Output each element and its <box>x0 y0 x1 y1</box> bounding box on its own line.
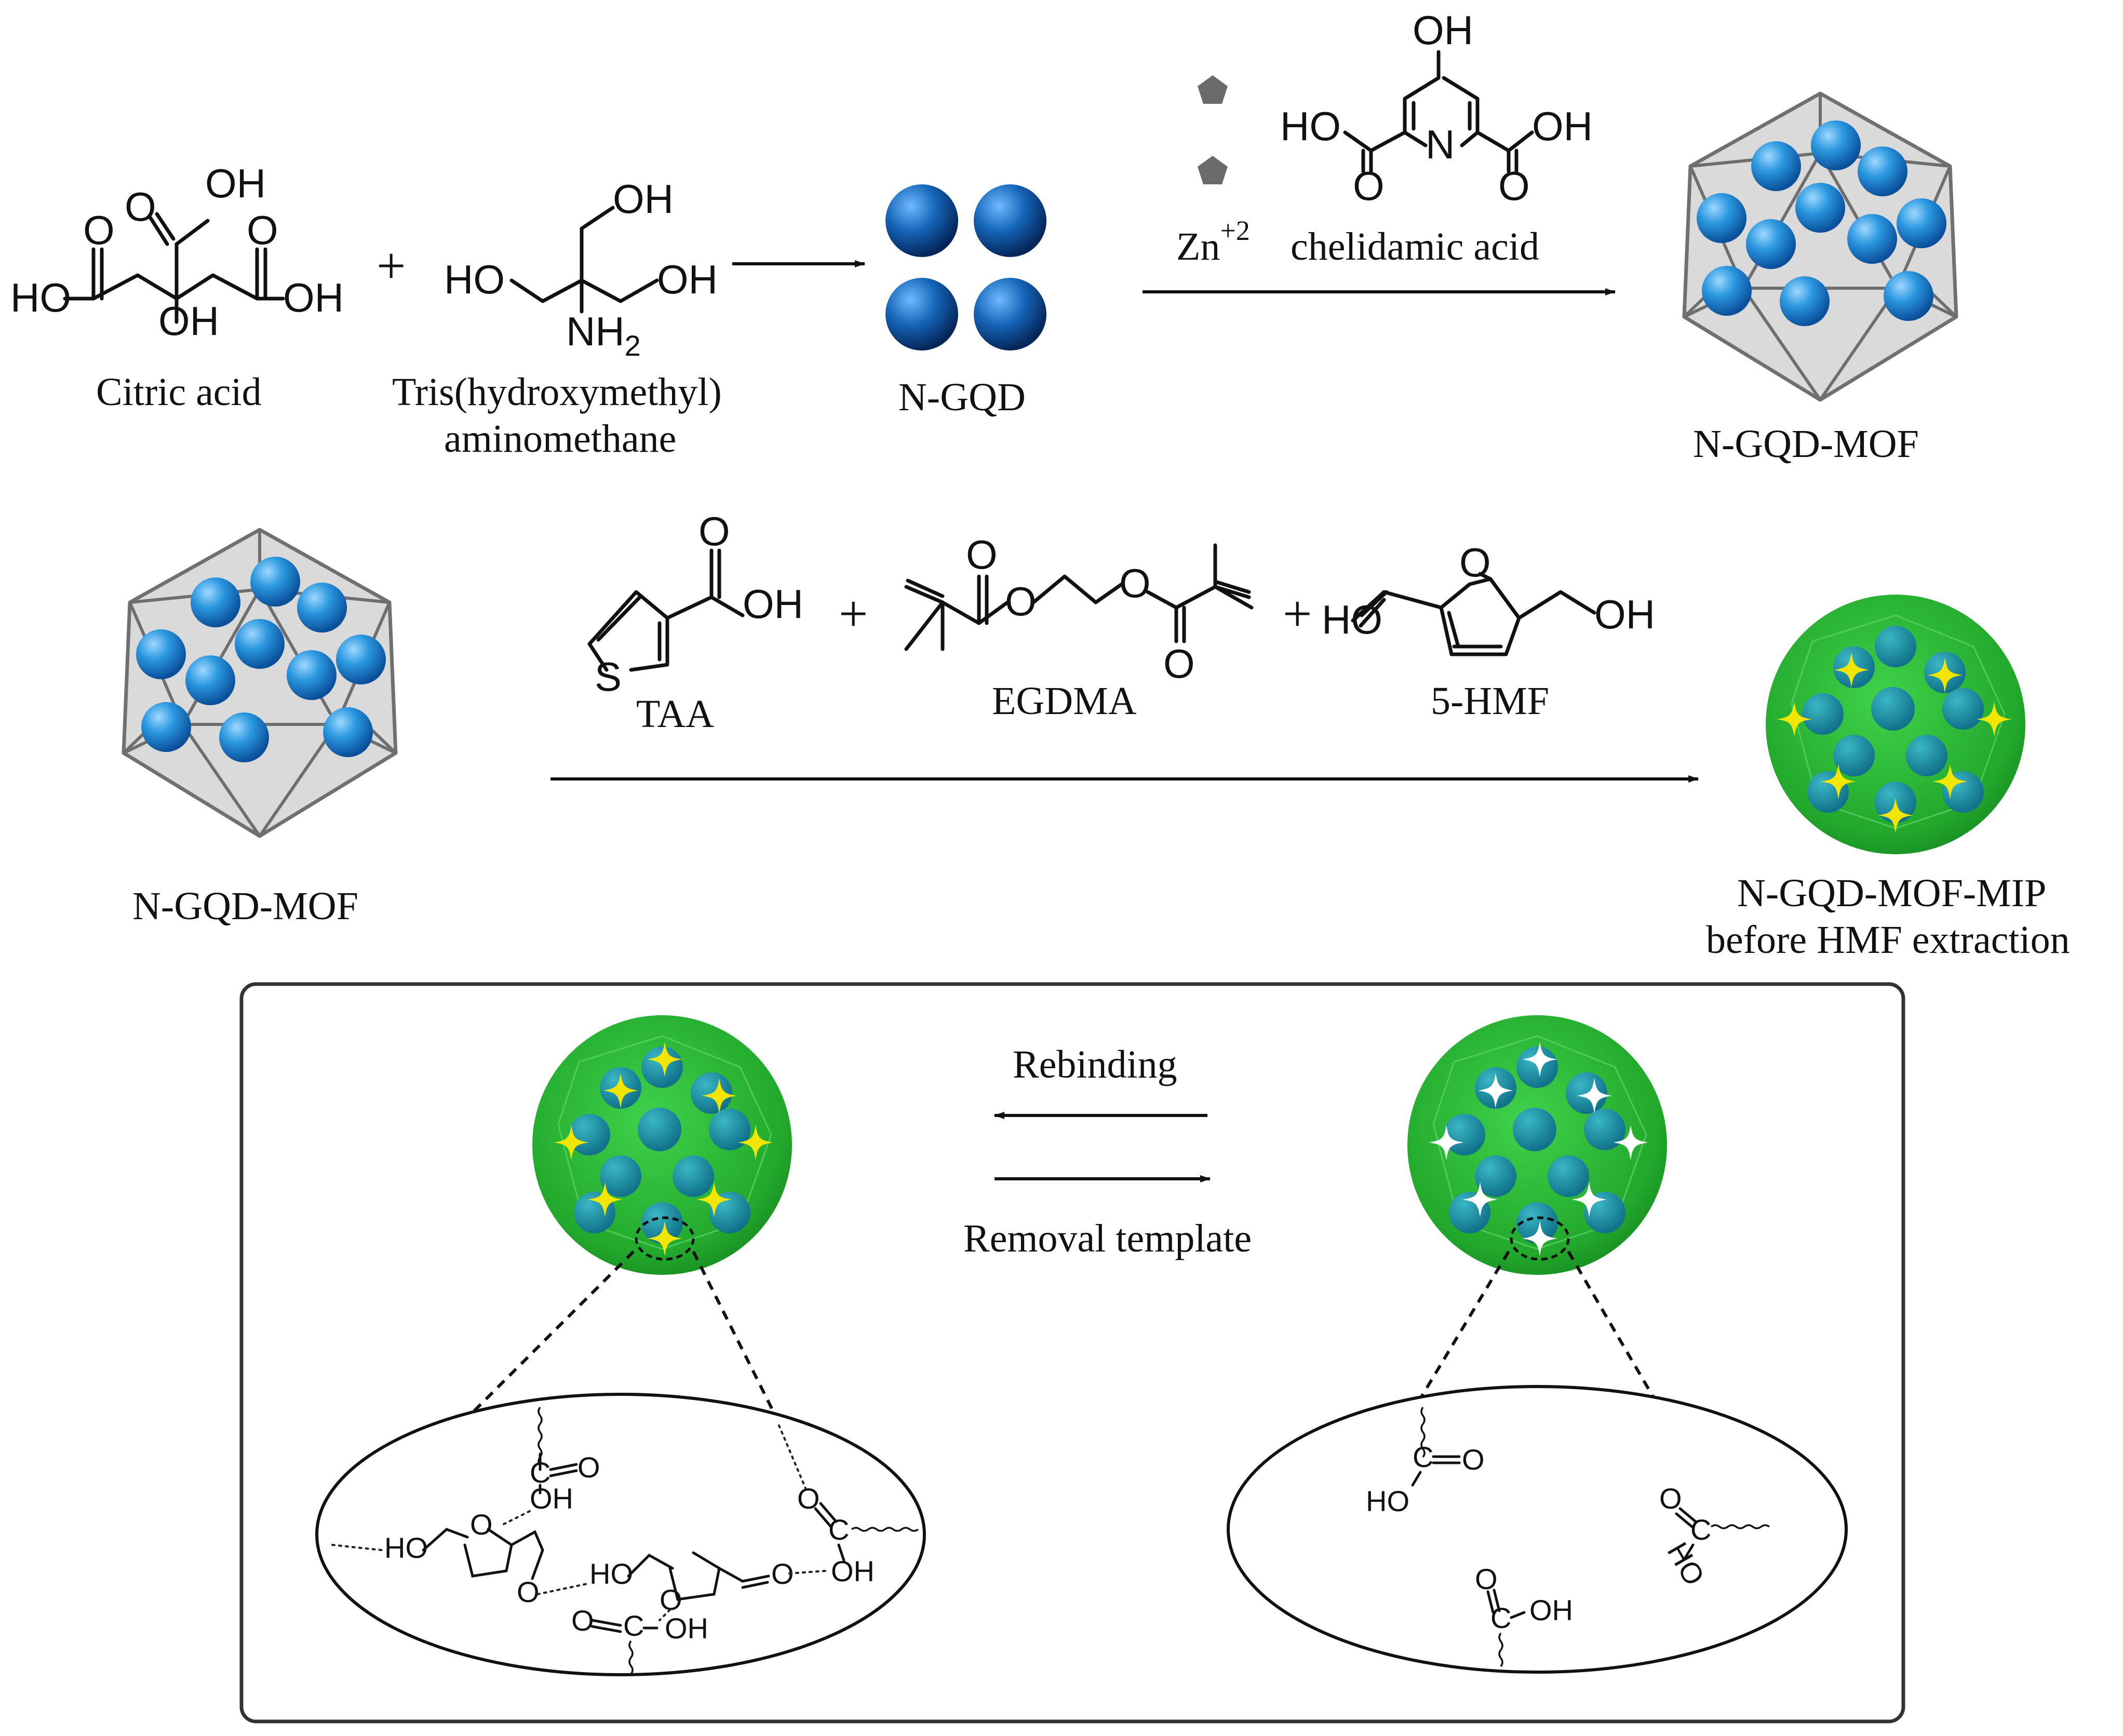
hmf-oh: OH <box>1594 591 1655 637</box>
left-cooh3-oh: OH <box>665 1612 708 1645</box>
egdma-o-top: O <box>966 532 998 577</box>
left-hmf1-ring-o: O <box>470 1508 493 1541</box>
citric-acid-label: Citric acid <box>96 370 262 414</box>
ngqd-mof-label: N-GQD-MOF <box>1693 422 1919 466</box>
citric-oh-top: OH <box>205 160 266 206</box>
left-cooh3-o: O <box>571 1604 594 1637</box>
chelidamic-oh: OH <box>1413 7 1473 53</box>
right-cooh2-c: C <box>1690 1513 1711 1546</box>
zoom-line-right-b <box>1567 1250 1661 1408</box>
left-cooh3-c: C <box>623 1609 644 1642</box>
left-hmf1-ho: HO <box>384 1531 428 1564</box>
hmf-label: 5-HMF <box>1431 679 1549 723</box>
chelidamic-acid-structure: OH N HO OH O O <box>1280 7 1593 209</box>
plus-sign-2: + <box>839 585 868 642</box>
right-cooh2-o: O <box>1659 1482 1682 1515</box>
tris-oh-top: OH <box>613 176 674 222</box>
right-cooh1-o: O <box>1462 1443 1485 1476</box>
taa-s: S <box>595 654 622 699</box>
mip-with-template <box>531 1014 793 1276</box>
taa-o: O <box>698 508 730 554</box>
citric-o-top: O <box>125 184 156 230</box>
left-cooh1-c: C <box>530 1456 550 1489</box>
rebinding-label: Rebinding <box>1013 1043 1177 1086</box>
tris-label-line1: Tris(hydroxymethyl) <box>392 370 722 414</box>
tris-label-line2: aminomethane <box>444 417 676 461</box>
taa-structure: O OH S <box>587 508 803 699</box>
zn-label: Zn+2 <box>1176 215 1250 268</box>
left-hmf2-ring-o: O <box>660 1583 682 1616</box>
mip-label-line2: before HMF extraction <box>1706 918 2070 962</box>
right-cooh1-ho: HO <box>1366 1485 1409 1517</box>
plus-sign-3: + <box>1283 585 1312 642</box>
chelidamic-label: chelidamic acid <box>1291 225 1539 268</box>
binding-site-zoom-left <box>315 1393 926 1676</box>
chelidamic-o-left: O <box>1353 163 1385 209</box>
taa-oh: OH <box>743 581 803 627</box>
tris-nh2: NH2 <box>566 308 641 362</box>
tris-oh-right: OH <box>657 257 718 302</box>
citric-ho-left: HO <box>10 275 71 320</box>
tris-ho-left: HO <box>444 257 505 302</box>
citric-oh-bottom: OH <box>158 298 219 344</box>
tris-structure: OH HO OH NH2 <box>444 176 718 362</box>
egdma-label: EGDMA <box>992 679 1137 723</box>
left-cooh2-oh: OH <box>831 1555 875 1587</box>
mip-with-cavities <box>1406 1014 1668 1276</box>
chelidamic-n: N <box>1426 122 1455 167</box>
right-cooh3-c: C <box>1490 1602 1511 1634</box>
left-cooh1-o: O <box>577 1451 600 1484</box>
mip-particle-template <box>1765 594 2026 855</box>
hmf-ring-o: O <box>1459 540 1491 585</box>
chelidamic-oh-right: OH <box>1532 103 1593 149</box>
egdma-o-ester1: O <box>1005 578 1037 624</box>
left-cooh2-c: C <box>828 1513 849 1546</box>
taa-label: TAA <box>636 692 714 736</box>
hmf-structure: O HO OH <box>1322 540 1655 656</box>
ngqd-mof-particle <box>1684 93 1956 400</box>
right-cooh3-oh: OH <box>1529 1594 1573 1626</box>
hmf-aldehyde-o: HO <box>1322 597 1382 642</box>
mip-label-line1: N-GQD-MOF-MIP <box>1737 871 2046 915</box>
plus-sign: + <box>377 237 406 294</box>
binding-site-chemistry-left: C O OH HO O O HO O O O C OH O C OH <box>331 1406 919 1675</box>
removal-label: Removal template <box>963 1217 1252 1260</box>
ngqd-label: N-GQD <box>898 375 1026 419</box>
left-cooh1-oh: OH <box>530 1482 573 1515</box>
citric-o-right: O <box>247 207 278 253</box>
ngqd-spheres <box>885 184 1046 351</box>
chelidamic-ho: HO <box>1280 103 1341 149</box>
left-hmf1-o: O <box>517 1576 540 1608</box>
left-hmf2-ho: HO <box>589 1557 633 1590</box>
ngqd-mof-particle-left <box>124 530 396 836</box>
egdma-o-ester2: O <box>1119 560 1151 606</box>
citric-o-left: O <box>83 207 115 253</box>
zoom-line-right-a <box>1414 1250 1510 1408</box>
ngqd-mof-left-label: N-GQD-MOF <box>132 884 358 928</box>
citric-oh-right: OH <box>283 275 344 320</box>
zoom-line-left-a <box>461 1250 635 1424</box>
binding-site-zoom-right <box>1227 1385 1848 1674</box>
zn-ion-icons <box>1198 75 1228 184</box>
egdma-structure: O O O O <box>904 532 1254 687</box>
egdma-o-bottom: O <box>1163 641 1195 687</box>
chelidamic-o-right: O <box>1498 163 1530 209</box>
right-cooh1-c: C <box>1413 1441 1433 1473</box>
citric-acid-structure: OH O O O HO OH OH <box>10 160 344 344</box>
